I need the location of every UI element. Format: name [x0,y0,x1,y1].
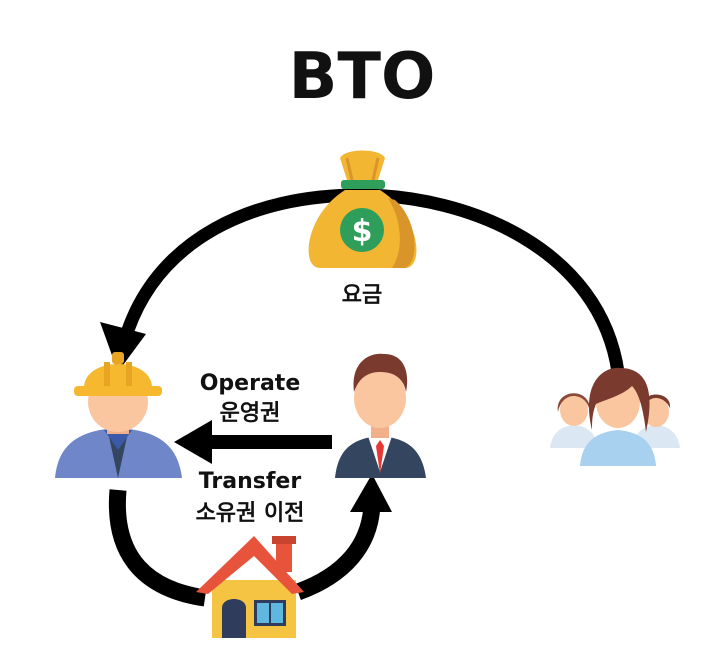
money-bag-icon: $ [308,150,417,268]
build-flow-curve-left [108,489,207,607]
house-icon [196,536,304,638]
diagram-title: BTO [289,40,436,114]
businessman-icon [335,353,426,478]
operate-label-en: Operate [200,371,301,396]
transfer-label-ko: 소유권 이전 [196,501,305,526]
transfer-label-en: Transfer [199,469,302,494]
operate-arrowhead [174,420,212,464]
operate-label-ko: 운영권 [220,401,281,426]
transfer-arrowhead [350,474,392,512]
transfer-flow-curve-right [294,504,381,600]
people-group-icon [550,367,680,466]
svg-text:$: $ [352,214,373,249]
construction-worker-icon [55,352,182,478]
money-label: 요금 [342,283,382,308]
payment-flow-arrowhead [100,322,146,372]
